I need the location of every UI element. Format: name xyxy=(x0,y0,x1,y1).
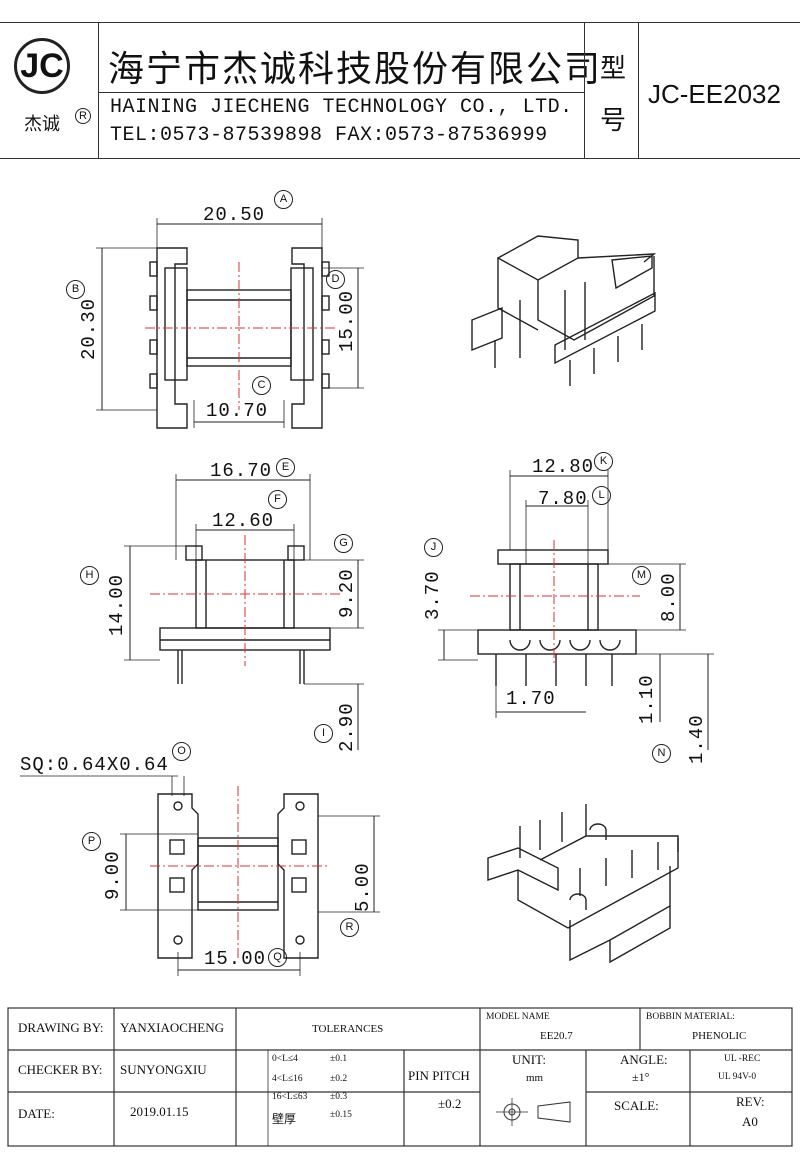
rev-value: A0 xyxy=(742,1114,758,1129)
logo-brand-text: 杰诚 xyxy=(24,114,60,134)
logo-mark: JC xyxy=(20,46,64,85)
tol-value-2: ±0.3 xyxy=(330,1092,348,1102)
callout-tag: I xyxy=(314,724,333,743)
registered-mark-icon: R xyxy=(75,108,91,124)
dim-m: 8.00 xyxy=(658,572,680,622)
model-label-top: 型 xyxy=(600,54,627,84)
divider xyxy=(0,22,800,23)
dim-pitch: 1.70 xyxy=(506,688,556,710)
jc-logo: JC xyxy=(14,38,70,94)
callout-tag: B xyxy=(66,280,85,299)
dim-b: 20.30 xyxy=(78,297,100,360)
dim-p: 9.00 xyxy=(102,850,124,900)
tol-range-1: 4<L≤16 xyxy=(272,1074,303,1084)
scale-label: SCALE: xyxy=(614,1098,659,1113)
divider xyxy=(98,22,99,158)
model-name-label: MODEL NAME xyxy=(486,1012,550,1022)
callout-tag: H xyxy=(80,566,99,585)
pin-pitch-value: ±0.2 xyxy=(438,1096,462,1111)
angle-label: ANGLE: xyxy=(620,1052,668,1067)
tol-range-3: 壁厚 xyxy=(272,1112,297,1126)
dim-f: 12.60 xyxy=(212,510,275,532)
bottom-view xyxy=(20,775,380,976)
dim-k: 12.80 xyxy=(532,456,595,478)
callout-tag: J xyxy=(424,538,443,557)
callout-tag: K xyxy=(594,452,613,471)
company-name-en: HAINING JIECHENG TECHNOLOGY CO., LTD. xyxy=(110,96,573,119)
model-name-value: EE20.7 xyxy=(540,1030,573,1042)
callout-tag: E xyxy=(276,458,295,477)
side-view xyxy=(438,470,714,750)
callout-tag: A xyxy=(274,190,293,209)
tol-value-3: ±0.15 xyxy=(330,1110,352,1120)
isometric-view-bottom xyxy=(487,804,679,964)
callout-tag: M xyxy=(632,566,651,585)
unit-value: mm xyxy=(526,1072,544,1084)
callout-tag: C xyxy=(252,376,271,395)
dim-r: 5.00 xyxy=(352,862,374,912)
dim-g: 9.20 xyxy=(336,568,358,618)
dim-a: 20.50 xyxy=(203,204,266,226)
pin-pitch-label: PIN PITCH xyxy=(408,1068,470,1083)
divider xyxy=(638,22,639,158)
callout-tag: F xyxy=(268,490,287,509)
dim-n2: 1.40 xyxy=(686,714,708,764)
top-view xyxy=(96,218,364,429)
tolerances-label: TOLERANCES xyxy=(312,1023,384,1035)
model-label-bottom: 号 xyxy=(600,106,627,136)
model-code: JC-EE2032 xyxy=(648,79,781,109)
checker-by-value: SUNYONGXIU xyxy=(120,1062,207,1077)
dim-n1: 1.10 xyxy=(636,674,658,724)
dim-d: 15.00 xyxy=(336,289,358,352)
tol-value-1: ±0.2 xyxy=(330,1074,348,1084)
tol-value-0: ±0.1 xyxy=(330,1054,348,1064)
callout-tag: D xyxy=(326,270,345,289)
bobbin-material-value: PHENOLIC xyxy=(692,1030,747,1042)
contact-line: TEL:0573-87539898 FAX:0573-87536999 xyxy=(110,124,548,147)
checker-by-label: CHECKER BY: xyxy=(18,1062,103,1077)
callout-tag: G xyxy=(334,534,353,553)
unit-label: UNIT: xyxy=(512,1052,547,1067)
dim-q: 15.00 xyxy=(204,948,267,970)
title-block-table xyxy=(7,1007,793,1147)
rev-label: REV: xyxy=(736,1094,765,1109)
company-name-cn: 海宁市杰诚科技股份有限公司 xyxy=(108,49,603,90)
callout-tag: O xyxy=(172,742,191,761)
callout-tag: L xyxy=(592,486,611,505)
dim-sq: SQ:0.64X0.64 xyxy=(20,754,169,776)
dim-i: 2.90 xyxy=(336,702,358,752)
front-view xyxy=(124,474,364,750)
divider xyxy=(98,92,584,93)
angle-value: ±1° xyxy=(632,1070,650,1084)
date-label: DATE: xyxy=(18,1106,55,1121)
title-block-header: JC 杰诚 R 海宁市杰诚科技股份有限公司 HAINING JIECHENG T… xyxy=(0,0,800,159)
dim-h: 14.00 xyxy=(106,573,128,636)
isometric-view-top xyxy=(471,235,657,386)
callout-tag: N xyxy=(652,744,671,763)
bobbin-material-label: BOBBIN MATERIAL: xyxy=(646,1012,735,1022)
divider xyxy=(584,22,585,158)
callout-tag: R xyxy=(340,918,359,937)
dim-e: 16.70 xyxy=(210,460,273,482)
ul-rec: UL -REC xyxy=(724,1054,761,1064)
ul-rating: UL 94V-0 xyxy=(718,1072,757,1082)
dim-j: 3.70 xyxy=(422,570,444,620)
drawing-by-label: DRAWING BY: xyxy=(18,1020,104,1035)
dim-c: 10.70 xyxy=(206,400,269,422)
tol-range-2: 16<L≤63 xyxy=(272,1092,308,1102)
dim-l: 7.80 xyxy=(538,488,588,510)
drawing-by-value: YANXIAOCHENG xyxy=(120,1020,224,1035)
callout-tag: Q xyxy=(268,948,287,967)
callout-tag: P xyxy=(82,832,101,851)
date-value: 2019.01.15 xyxy=(130,1104,189,1119)
tol-range-0: 0<L≤4 xyxy=(272,1054,298,1064)
